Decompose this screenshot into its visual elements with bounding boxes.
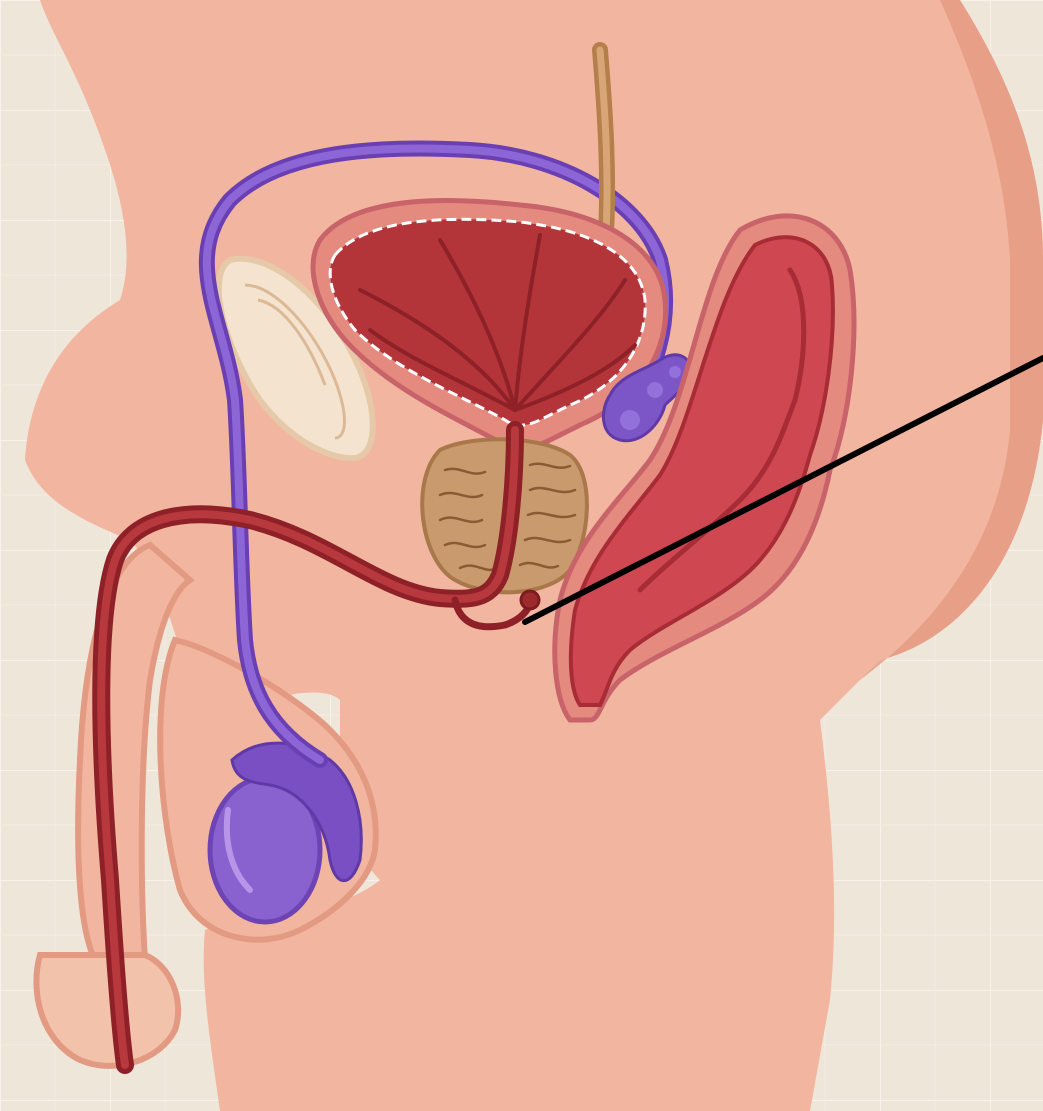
bulbourethral-gland bbox=[521, 591, 539, 609]
